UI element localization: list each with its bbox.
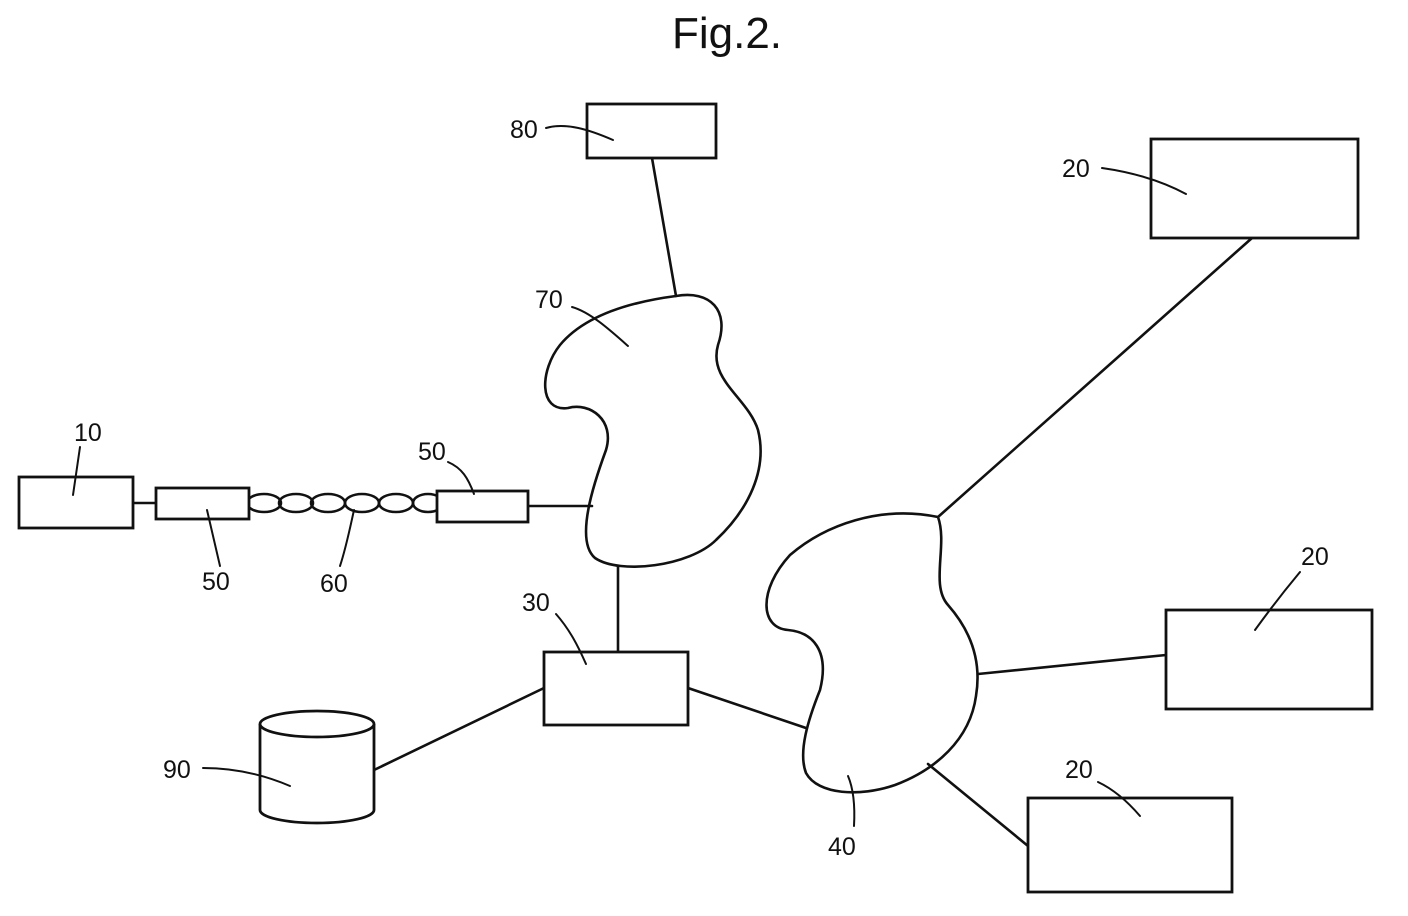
connector-50-right-box (437, 491, 528, 522)
label-90: 90 (163, 756, 191, 784)
link-network-40-to-terminal-bottom (928, 764, 1028, 846)
terminal-20-bottom-box (1028, 798, 1232, 892)
figure-title: Fig.2. (672, 9, 782, 58)
label-20-mid: 20 (1301, 543, 1329, 571)
twisted-cable-60 (247, 494, 443, 512)
network-70-cloud (545, 295, 760, 567)
label-50-right: 50 (418, 438, 446, 466)
link-30-to-database-90 (374, 688, 544, 770)
label-20-top: 20 (1062, 155, 1090, 183)
link-30-to-network-40 (688, 688, 806, 728)
label-30: 30 (522, 589, 550, 617)
terminal-20-top-box (1151, 139, 1358, 238)
database-90-cylinder (260, 711, 374, 823)
label-60: 60 (320, 570, 348, 598)
link-80-to-network-70 (652, 158, 676, 296)
label-80: 80 (510, 116, 538, 144)
label-10: 10 (74, 419, 102, 447)
terminal-20-mid-box (1166, 610, 1372, 709)
link-network-40-to-terminal-top (938, 238, 1252, 517)
label-70: 70 (535, 286, 563, 314)
server-30-box (544, 652, 688, 725)
label-20-bottom: 20 (1065, 756, 1093, 784)
device-10-box (19, 477, 133, 528)
link-network-40-to-terminal-mid (978, 655, 1166, 674)
network-40-cloud (767, 513, 978, 792)
label-40: 40 (828, 833, 856, 861)
connector-50-left-box (156, 488, 249, 519)
box-80 (587, 104, 716, 158)
label-50-left: 50 (202, 568, 230, 596)
